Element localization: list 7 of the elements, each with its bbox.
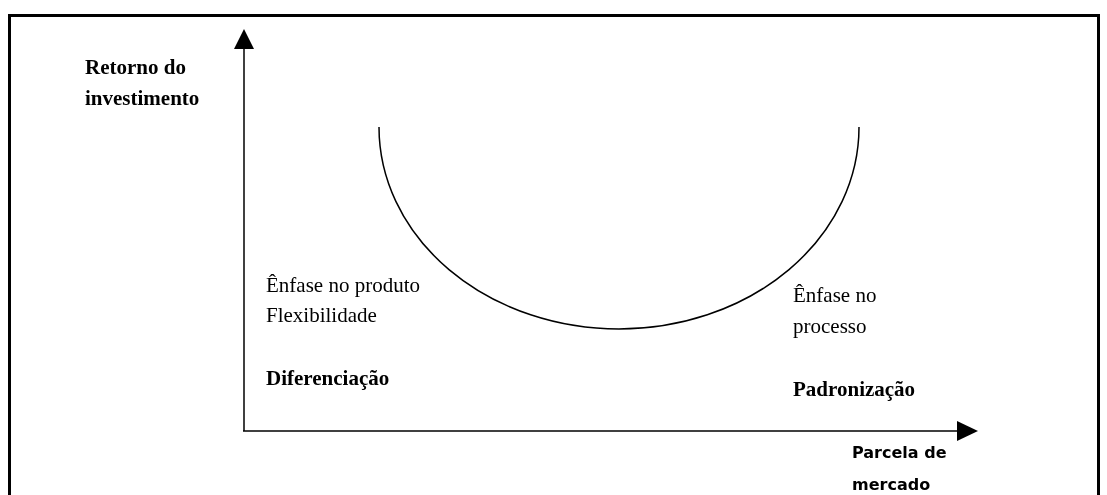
note-text: Ênfase no processo	[793, 282, 878, 340]
y-axis-label: Retorno do investimento	[85, 54, 201, 112]
strategy-label: Padronização	[793, 376, 917, 403]
note-text: Ênfase no produto	[266, 272, 421, 299]
strategy-label: Diferenciação	[266, 365, 391, 392]
note-text: Flexibilidade	[266, 302, 378, 329]
x-axis-label: Parcela de mercado	[852, 442, 948, 495]
